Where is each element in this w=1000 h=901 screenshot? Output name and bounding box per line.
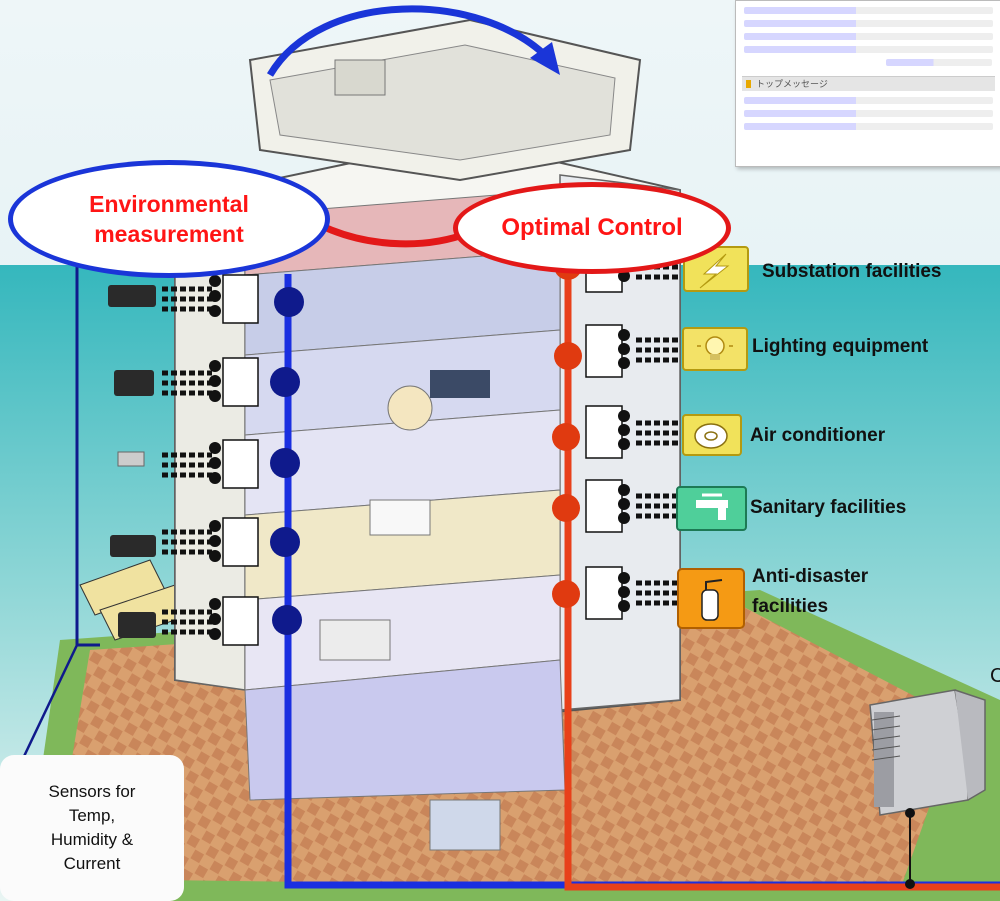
portal-row (744, 33, 993, 40)
control-network (564, 266, 1000, 891)
control-node-air-conditioner (552, 405, 680, 459)
optimal-control-callout: Optimal Control (453, 182, 731, 274)
faucet-icon (676, 486, 747, 531)
cut-off-text: C (990, 665, 1000, 687)
sensor-node-2 (108, 274, 304, 324)
sensor-description-text: Sensors for Temp, Humidity & Current (48, 782, 136, 873)
optimal-control-label: Optimal Control (501, 214, 683, 241)
sensor-node-3 (114, 357, 300, 407)
portal-row (744, 46, 993, 53)
substation-label: Substation facilities (762, 261, 942, 282)
light-bulb-icon (682, 327, 748, 371)
building (174, 18, 681, 851)
control-node-sanitary (552, 479, 680, 533)
server-tower (869, 689, 986, 816)
control-node-anti-disaster (552, 566, 680, 620)
air-conditioner-label: Air conditioner (750, 425, 886, 446)
fire-extinguisher-icon (677, 568, 745, 629)
control-node-lighting (554, 324, 680, 378)
portal-row (886, 59, 992, 66)
sensor-description-box: Sensors for Temp, Humidity & Current (0, 755, 184, 901)
sanitary-label: Sanitary facilities (750, 497, 907, 518)
portal-row (744, 20, 993, 27)
portal-row (744, 123, 993, 130)
anti-disaster-label: Anti-disaster facilities (752, 566, 869, 617)
lighting-label: Lighting equipment (752, 336, 929, 357)
sensor-node-4 (117, 439, 300, 489)
air-conditioner-icon (682, 414, 742, 456)
environmental-label-line2: measurement (94, 221, 244, 247)
portal-row (744, 110, 993, 117)
environmental-measurement-callout: Environmental measurement (8, 160, 330, 278)
portal-row (744, 7, 993, 14)
portal-row (744, 97, 993, 104)
environmental-label-line1: Environmental (89, 191, 249, 217)
portal-window: トップメッセージ (735, 0, 1000, 167)
sensor-node-5 (110, 517, 300, 567)
sensor-node-6 (118, 596, 302, 646)
portal-section-header: トップメッセージ (742, 76, 995, 91)
